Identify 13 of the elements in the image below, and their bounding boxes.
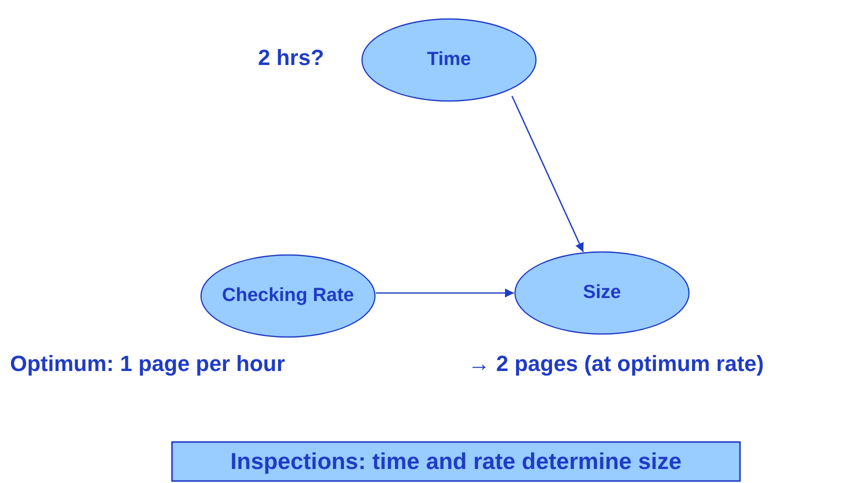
caption-text: Inspections: time and rate determine size [230, 448, 682, 475]
node-label: Size [582, 282, 622, 304]
annotation-text: Optimum: 1 page per hour [10, 351, 286, 377]
arrow [511, 96, 584, 252]
ellipse-node [361, 18, 537, 102]
annotation-text: 2 hrs? [258, 45, 324, 71]
ellipse-node [514, 251, 690, 335]
node-label: Time [426, 49, 471, 71]
ellipse-node [200, 254, 376, 338]
caption-box [171, 441, 741, 482]
arrow [376, 288, 514, 298]
node-label: Checking Rate [222, 285, 354, 307]
annotation-text: → 2 pages (at optimum rate) [468, 351, 764, 377]
